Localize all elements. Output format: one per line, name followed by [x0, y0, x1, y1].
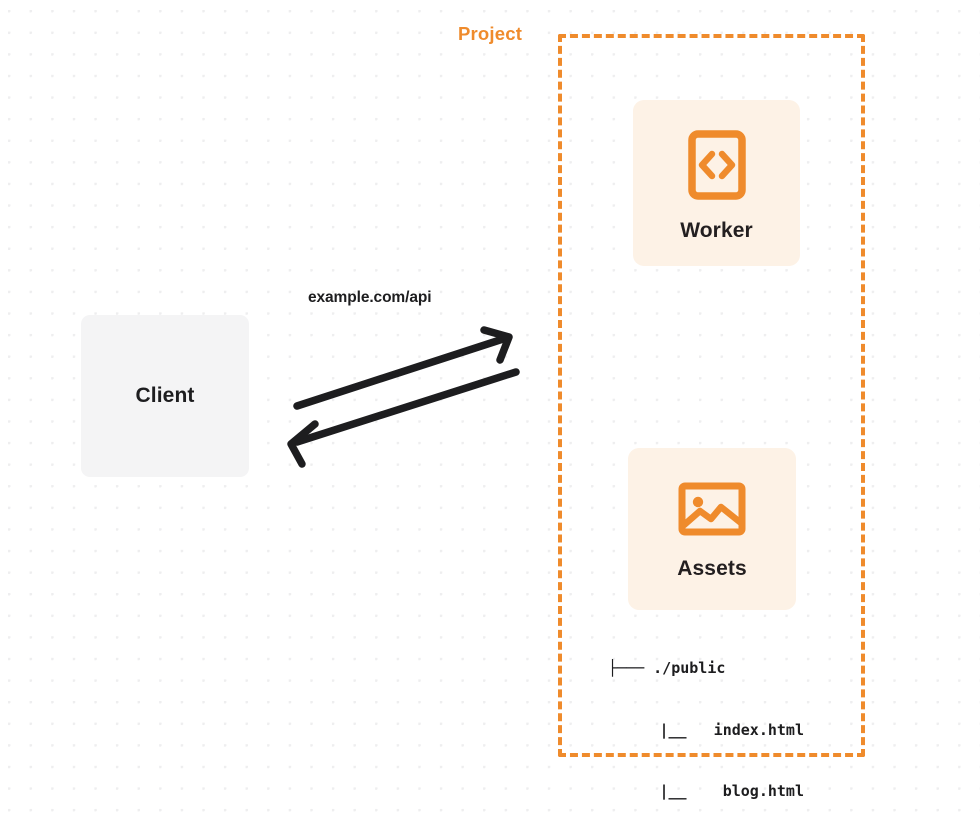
client-label: Client	[135, 384, 195, 407]
file-tree-item: |__ blog.html	[659, 782, 805, 800]
code-brackets-icon	[687, 130, 746, 205]
project-label: Project	[450, 23, 530, 45]
request-arrow	[293, 326, 513, 410]
project-container	[558, 34, 865, 757]
assets-file-tree: ├─── ./public |__ index.html |__ blog.ht…	[608, 617, 804, 818]
worker-card-label: Worker	[680, 219, 753, 242]
file-tree-item: |__ index.html	[659, 720, 805, 739]
assets-card-label: Assets	[677, 557, 747, 580]
assets-card[interactable]: Assets	[628, 448, 796, 610]
file-tree-root: ├─── ./public	[608, 659, 726, 677]
response-arrow	[287, 368, 520, 468]
client-node[interactable]: Client	[81, 315, 249, 477]
image-icon	[678, 480, 746, 543]
worker-card[interactable]: Worker	[633, 100, 800, 266]
connection-url-label: example.com/api	[308, 289, 432, 306]
